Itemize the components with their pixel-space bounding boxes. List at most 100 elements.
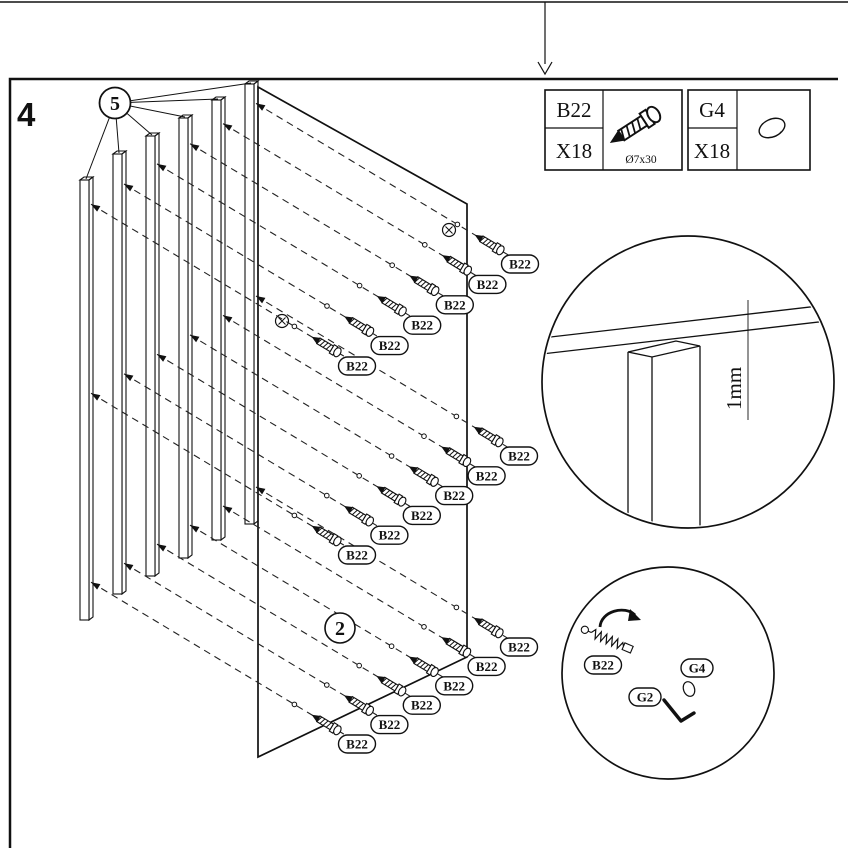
svg-text:G2: G2	[637, 690, 654, 705]
direction-arrow-icon	[190, 525, 200, 533]
slat	[78, 175, 95, 622]
gap-dimension: 1mm	[722, 367, 746, 410]
callout-circle	[324, 612, 356, 644]
screw-axis-line	[255, 295, 512, 450]
pilot-hole-dot	[324, 682, 330, 688]
screw-assembly-layer: B22B22B22B22B22B22B22B22B22B22B22B22B22B…	[90, 102, 540, 754]
b22-code: B22	[556, 98, 591, 122]
part-label: B22	[337, 734, 377, 754]
screw-axis-line	[123, 562, 382, 719]
screw-axis-line	[90, 203, 350, 360]
panel-edge-line	[544, 303, 832, 339]
b22-size: Ø7x30	[625, 154, 657, 166]
part-label-text: B22	[379, 717, 401, 732]
cap-nut-small-icon	[682, 681, 696, 697]
pilot-hole-dot	[291, 323, 298, 330]
pilot-hole-dot	[388, 643, 395, 650]
part-label: B22	[370, 335, 409, 356]
screw-axis-line	[156, 353, 415, 510]
part-label-text: B22	[443, 678, 465, 693]
screw-axis-line	[255, 102, 513, 258]
direction-arrow-icon	[256, 296, 266, 304]
screw-axis-line	[123, 373, 382, 530]
direction-arrow-icon	[256, 487, 266, 495]
step-number: 4	[17, 96, 36, 133]
pilot-hole-marker	[441, 222, 457, 238]
panel-outline	[257, 85, 468, 759]
direction-arrow-icon	[124, 563, 134, 571]
guide-lines	[90, 102, 513, 738]
direction-arrow-icon	[190, 143, 200, 152]
pilot-hole-dot	[291, 701, 298, 708]
part-label: B22	[402, 505, 441, 526]
screw-axis-line	[189, 143, 448, 299]
legend-b22-cell: B22 X18 Ø7x30	[544, 89, 683, 171]
direction-arrow-icon	[223, 506, 233, 514]
rotate-arrow-icon	[598, 608, 641, 628]
part-label-text: B22	[411, 318, 433, 333]
part-label-text: B22	[346, 548, 368, 563]
pilot-hole-dot	[421, 433, 427, 440]
direction-arrow-icon	[124, 373, 134, 382]
panel-callout: 2	[324, 612, 356, 644]
part-label: B22	[499, 446, 539, 466]
screw-axis-line	[222, 505, 480, 661]
callout-circle	[98, 86, 132, 120]
direction-arrow-icon	[256, 103, 266, 111]
pilot-hole-dot	[356, 662, 363, 669]
part-label-text: B22	[509, 257, 531, 272]
pilot-hole-dot	[454, 221, 461, 228]
fold-arrow-icon	[537, 61, 553, 76]
part-label-text: B22	[379, 528, 401, 543]
pilot-hole-marker	[274, 313, 290, 329]
part-label: B22	[467, 656, 506, 677]
part-label-text: B22	[411, 698, 433, 713]
detail-screw-label: B22	[583, 655, 623, 675]
screw-axis-line	[123, 183, 383, 340]
part-label: B22	[499, 637, 539, 657]
pilot-hole-dot	[324, 492, 330, 499]
part-label: B22	[370, 525, 409, 545]
svg-text:B22: B22	[592, 658, 614, 673]
gap-detail-view: 1mm	[541, 235, 835, 529]
screw-axis-line	[255, 486, 512, 641]
screw-axis-line	[222, 314, 480, 470]
screw-axis-line	[222, 123, 480, 279]
b22-qty: X18	[556, 139, 592, 163]
part-label: B22	[403, 315, 442, 335]
direction-arrow-icon	[157, 163, 167, 172]
screw-axis-line	[189, 334, 447, 490]
pilot-hole-dot	[453, 604, 460, 611]
part-label-text: B22	[444, 297, 466, 312]
part-label-text: B22	[411, 508, 433, 523]
screw-axis-line	[189, 524, 447, 680]
screw-axis-line	[90, 392, 350, 549]
tool-detail-view: B22 G4 G2	[561, 566, 775, 780]
legend-box	[544, 89, 683, 171]
part-label: B22	[435, 295, 474, 315]
pilot-hole-dot	[421, 624, 427, 630]
detail-cap-label: G4	[680, 658, 714, 678]
part-label-text: B22	[477, 277, 499, 292]
pilot-hole-dot	[291, 512, 298, 519]
pilot-hole-dot	[356, 282, 363, 289]
cap-nut-icon	[758, 117, 786, 139]
part-label-text: B22	[346, 359, 368, 374]
direction-arrow-icon	[124, 184, 134, 192]
part-label-text: B22	[379, 338, 401, 353]
part-label: B22	[500, 254, 540, 274]
screw-icon	[471, 230, 507, 257]
side-panel	[257, 85, 468, 759]
part-label: B22	[435, 676, 474, 696]
screw-icon	[470, 422, 506, 449]
callout-number: 2	[335, 618, 345, 640]
g4-qty: X18	[694, 139, 730, 163]
pilot-hole-dot	[453, 413, 460, 420]
legend-g4-cell: G4 X18	[687, 89, 811, 171]
callout-leader-line	[114, 82, 252, 104]
part-label-text: B22	[476, 659, 498, 674]
direction-arrow-icon	[223, 123, 233, 131]
